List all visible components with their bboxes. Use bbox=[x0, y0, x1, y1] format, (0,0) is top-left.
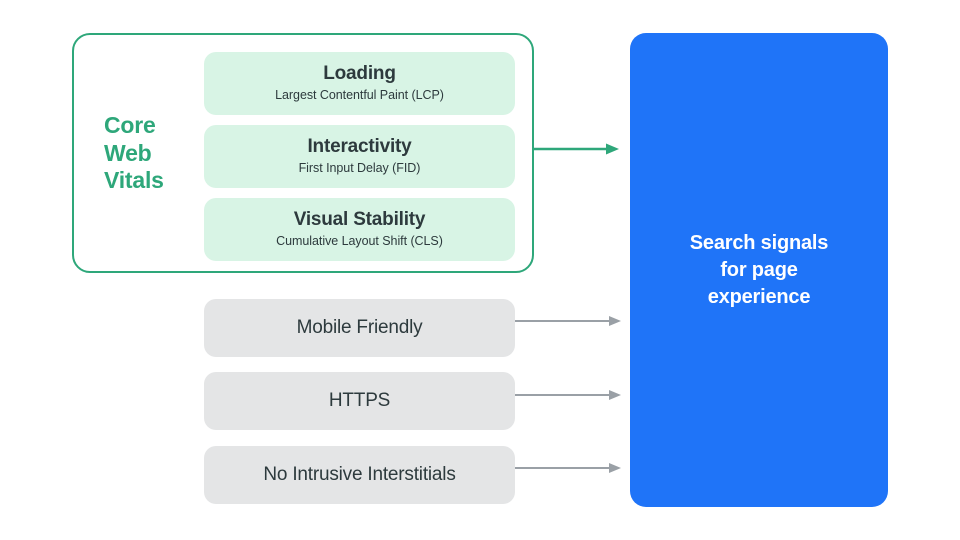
core-web-vitals-arrow-icon bbox=[533, 143, 619, 155]
metric-subtitle-interactivity: First Input Delay (FID) bbox=[298, 161, 421, 176]
search-signals-destination-label: Search signals for page experience bbox=[689, 231, 829, 308]
metric-card-loading: Loading Largest Contentful Paint (LCP) bbox=[204, 52, 515, 115]
signal-label-no-intrusive-interstitials: No Intrusive Interstitials bbox=[263, 464, 456, 486]
signal-card-no-intrusive-interstitials: No Intrusive Interstitials bbox=[204, 446, 515, 504]
interstitials-arrow-icon bbox=[515, 463, 621, 473]
https-arrow-icon bbox=[515, 390, 621, 400]
metric-title-visual-stability: Visual Stability bbox=[293, 209, 426, 231]
signal-label-mobile-friendly: Mobile Friendly bbox=[296, 317, 423, 339]
signal-label-https: HTTPS bbox=[328, 390, 391, 412]
core-web-vitals-label-line-1: Core bbox=[104, 112, 156, 138]
search-signals-destination-box: Search signals for page experience bbox=[630, 33, 888, 507]
mobile-friendly-arrow-icon bbox=[515, 316, 621, 326]
metric-title-interactivity: Interactivity bbox=[307, 136, 412, 158]
metric-card-visual-stability: Visual Stability Cumulative Layout Shift… bbox=[204, 198, 515, 261]
signal-card-https: HTTPS bbox=[204, 372, 515, 430]
signal-card-mobile-friendly: Mobile Friendly bbox=[204, 299, 515, 357]
metric-subtitle-visual-stability: Cumulative Layout Shift (CLS) bbox=[276, 234, 443, 249]
metric-title-loading: Loading bbox=[323, 63, 396, 85]
metric-card-interactivity: Interactivity First Input Delay (FID) bbox=[204, 125, 515, 188]
core-web-vitals-label-line-2: Web bbox=[104, 139, 152, 166]
metric-subtitle-loading: Largest Contentful Paint (LCP) bbox=[275, 88, 444, 103]
core-web-vitals-label-line-3: Vitals bbox=[104, 167, 164, 194]
